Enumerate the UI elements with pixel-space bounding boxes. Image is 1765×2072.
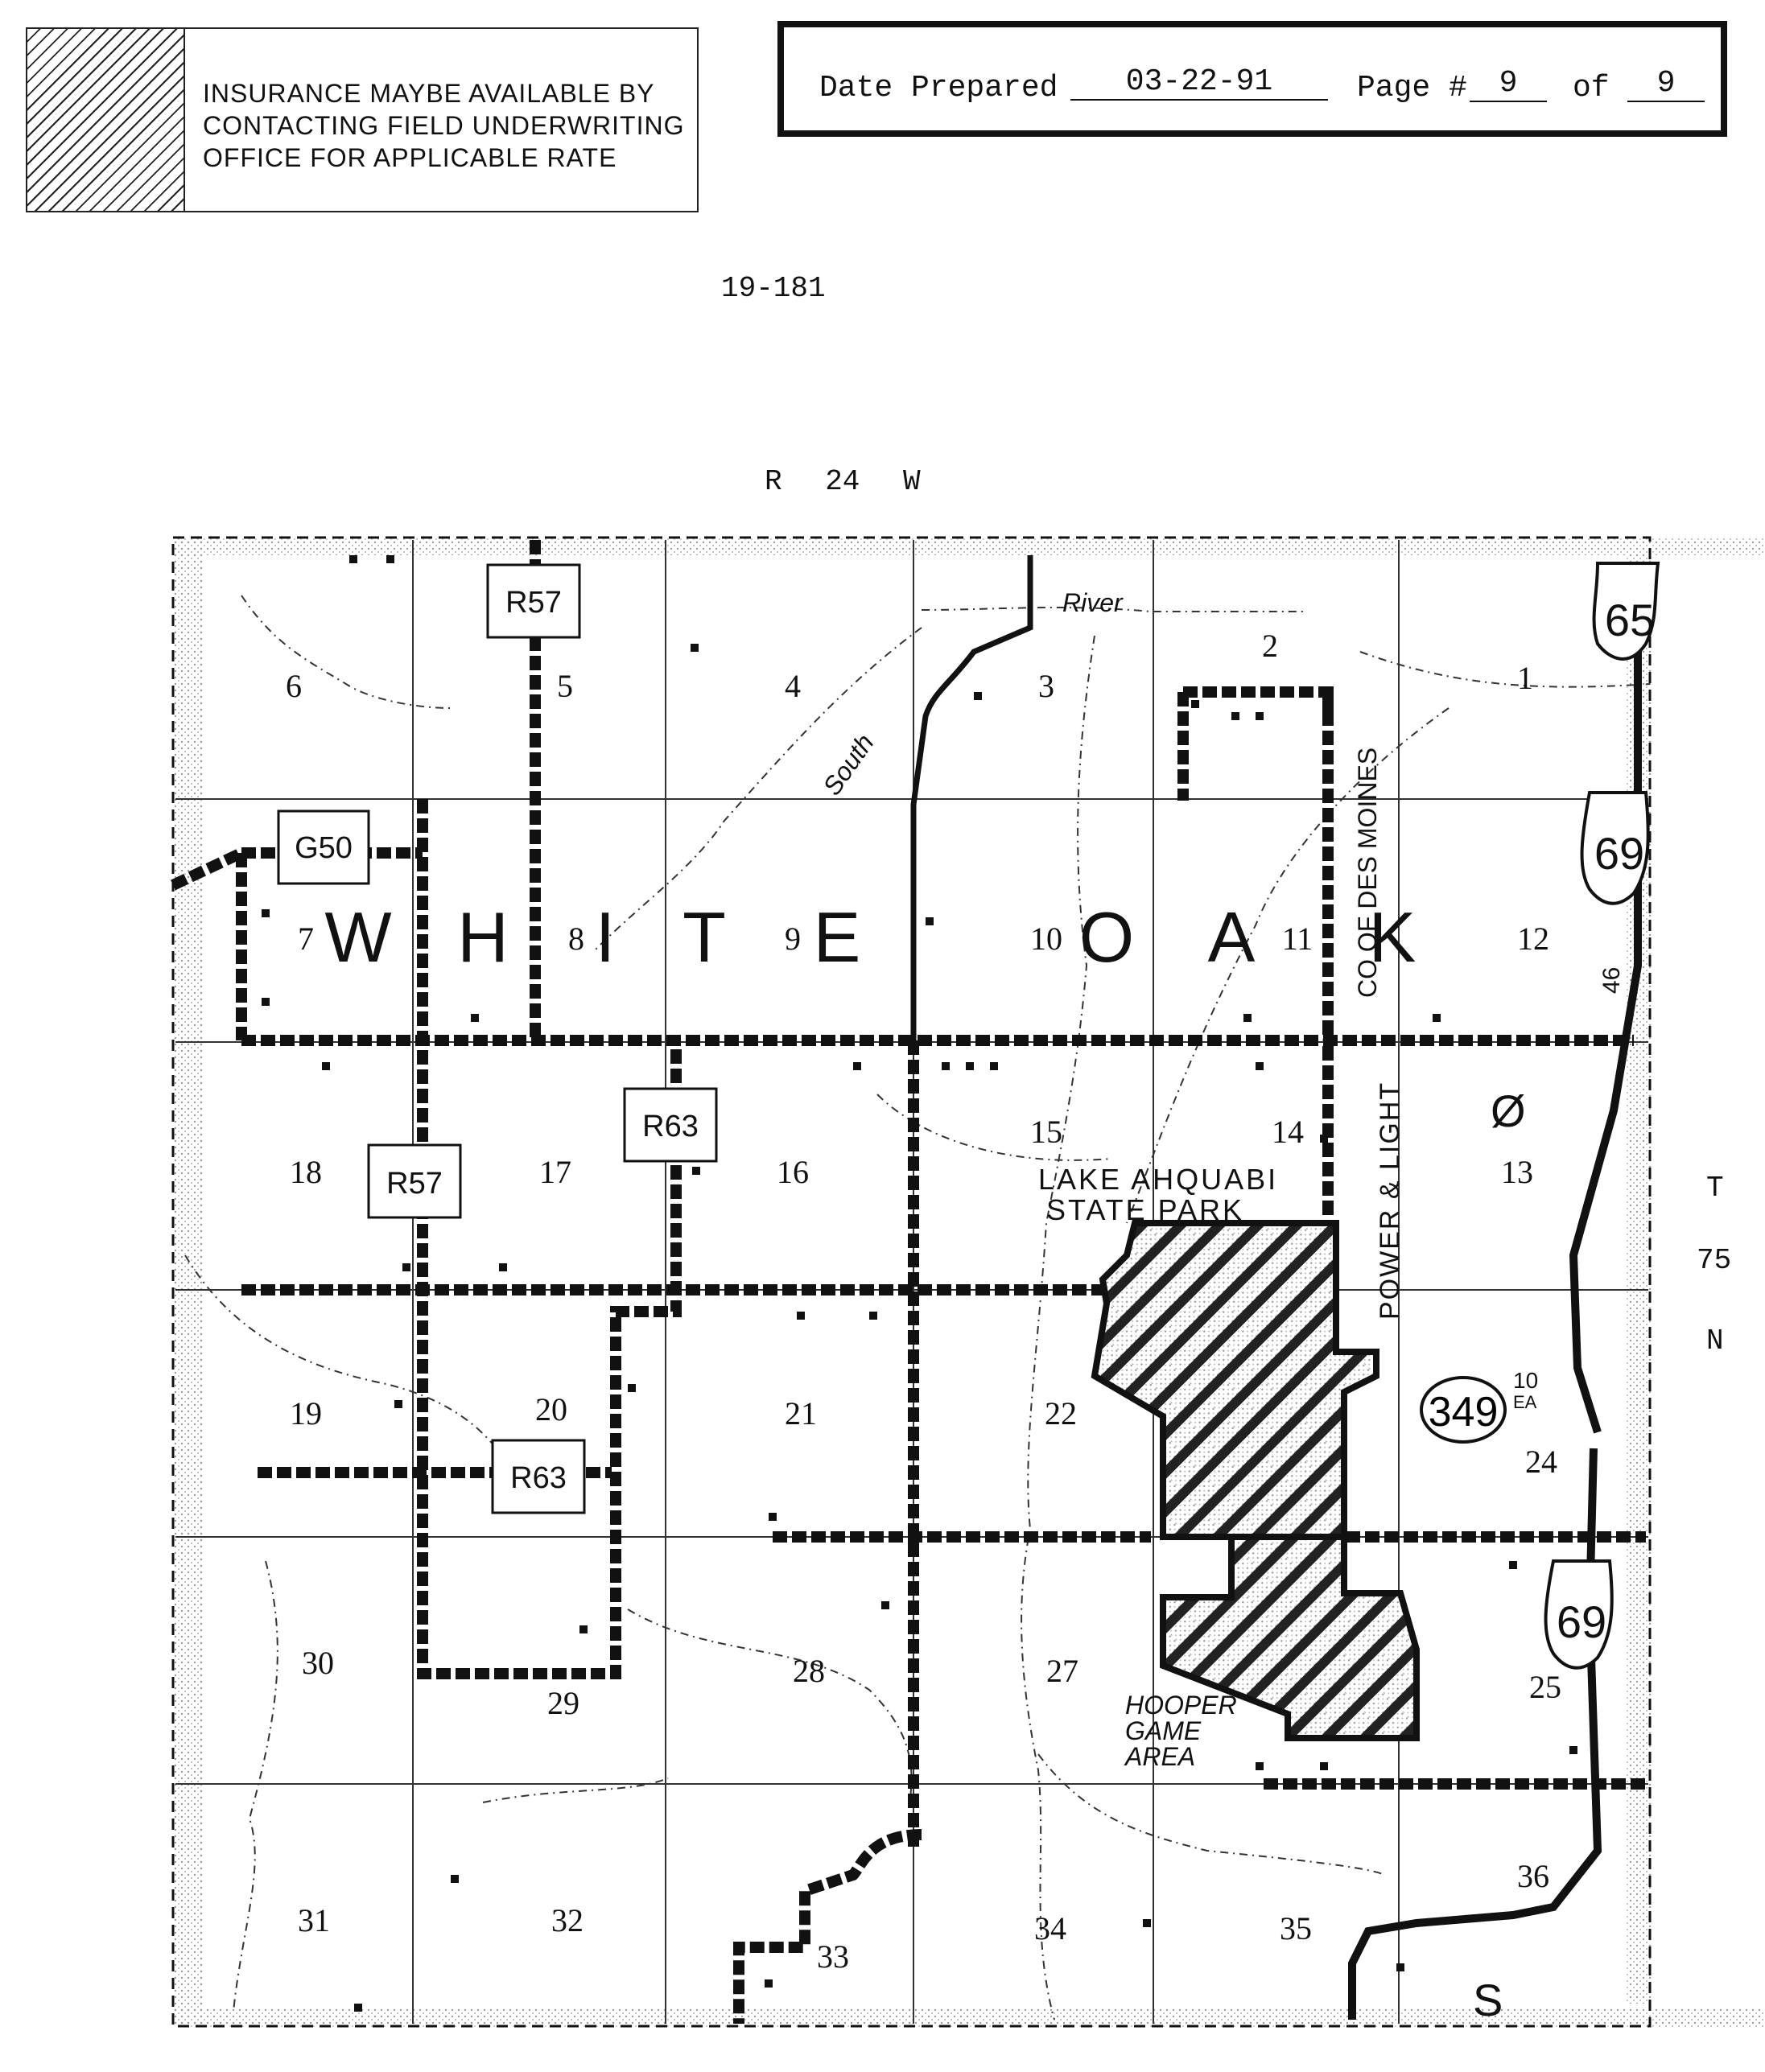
shield-349: 349 [1429, 1389, 1499, 1436]
date-value: 03-22-91 [1070, 64, 1328, 101]
game-area-label-3: AREA [1124, 1742, 1195, 1771]
township-letter: E [814, 897, 861, 977]
section-number: 34 [1034, 1910, 1066, 1946]
us-route-shields [1544, 562, 1660, 1670]
section-number: 1 [1517, 660, 1533, 696]
river-label: River [1062, 588, 1124, 617]
section-number: 6 [286, 668, 302, 704]
section-number: 32 [551, 1902, 584, 1938]
place-labels: River South LAKE AHQUABI STATE PARK HOOP… [817, 588, 1625, 2025]
township-number: 75 [1697, 1244, 1732, 1277]
coop-label: CO OF DES MOINES [1353, 748, 1382, 998]
shield-g50: G50 [295, 831, 353, 865]
shield-r57-west: R57 [386, 1167, 443, 1201]
section-number: 16 [777, 1154, 809, 1190]
section-number: 31 [298, 1902, 330, 1938]
township-letter: W [324, 897, 391, 977]
county-roads [171, 540, 1646, 2024]
legend-hatch-swatch [27, 29, 185, 211]
state-park-area [1091, 1220, 1420, 1741]
river-label-south: South [817, 729, 879, 801]
shield-r63-north: R63 [642, 1110, 699, 1143]
section-number: 7 [298, 921, 314, 957]
section-number: 29 [547, 1685, 579, 1721]
shield-r63-south: R63 [510, 1461, 567, 1495]
ea-label: EA [1513, 1392, 1537, 1412]
section-number: 14 [1272, 1114, 1304, 1150]
page-value: 9 [1470, 66, 1547, 102]
of-value: 9 [1627, 66, 1705, 102]
legend-box: INSURANCE MAYBE AVAILABLE BY CONTACTING … [26, 27, 699, 212]
section-number: 5 [557, 668, 573, 704]
section-number: 3 [1038, 668, 1054, 704]
of-label: of [1573, 71, 1610, 105]
county-road-shields [277, 563, 718, 1514]
section-number: 8 [568, 921, 584, 957]
township-boundary [171, 536, 1652, 2028]
shield-us-69-south: 69 [1557, 1596, 1606, 1647]
section-number: 22 [1045, 1395, 1077, 1431]
us-highway [1348, 563, 1642, 2020]
shield-us-69-north: 69 [1594, 828, 1644, 879]
section-number: 12 [1517, 921, 1549, 957]
zero-mark: Ø [1491, 1085, 1526, 1136]
section-number: 18 [290, 1154, 322, 1190]
township-t: T [1706, 1172, 1724, 1205]
section-number: 2 [1262, 628, 1278, 664]
section-number: 21 [785, 1395, 817, 1431]
township-name: W H I T E O A K [324, 897, 1416, 977]
section-number: 9 [785, 921, 801, 957]
township-letter: K [1369, 897, 1417, 977]
date-label: Date Prepared [819, 71, 1058, 105]
state-route-shield [1420, 1376, 1507, 1444]
route-46-label: 46 [1598, 967, 1625, 994]
section-number: 15 [1030, 1114, 1062, 1150]
section-number: 20 [535, 1391, 567, 1427]
us-shield-labels: 65 69 69 [1557, 595, 1655, 1647]
township-letter: O [1079, 897, 1134, 977]
num-10-label: 10 [1513, 1368, 1538, 1393]
section-number: 17 [539, 1154, 571, 1190]
streams [184, 595, 1651, 2021]
game-area-label-2: GAME [1125, 1716, 1202, 1745]
section-number: 35 [1280, 1910, 1312, 1946]
range-label: R 24 W [765, 465, 921, 498]
section-number: 10 [1030, 921, 1062, 957]
township-letter: H [457, 897, 509, 977]
township-letter: A [1208, 897, 1256, 977]
section-number: 27 [1046, 1653, 1078, 1689]
park-label: LAKE AHQUABI [1038, 1163, 1278, 1196]
section-number: 19 [290, 1395, 322, 1431]
section-number: 24 [1525, 1444, 1557, 1480]
section-number: 25 [1529, 1669, 1561, 1705]
section-number: 28 [793, 1653, 825, 1689]
s-mark: S [1473, 1975, 1503, 2025]
game-area-label: HOOPER [1125, 1691, 1237, 1720]
section-number: 30 [302, 1645, 334, 1681]
shield-r57-north: R57 [505, 586, 562, 620]
section-number: 13 [1501, 1154, 1533, 1190]
legend-text: INSURANCE MAYBE AVAILABLE BY CONTACTING … [203, 79, 685, 172]
township-letter: I [596, 897, 615, 977]
map-border-stipple [173, 538, 1765, 2027]
section-number: 36 [1517, 1858, 1549, 1894]
section-number: 4 [785, 668, 801, 704]
page-label: Page # [1357, 71, 1467, 105]
section-numbers: 1 2 3 4 5 6 7 8 9 10 11 12 13 14 15 16 1… [286, 628, 1561, 1975]
power-light-label: POWER & LIGHT [1375, 1081, 1405, 1320]
park-label-2: STATE PARK [1046, 1193, 1244, 1226]
shield-us-65: 65 [1605, 595, 1655, 645]
township-n: N [1706, 1324, 1724, 1357]
county-shield-labels: R57 R57 R63 R63 G50 [295, 586, 699, 1495]
section-number: 11 [1282, 921, 1313, 957]
date-box: Date Prepared 03-22-91 Page # 9 of 9 [777, 21, 1727, 137]
building-marks [262, 555, 1577, 2012]
south-river [910, 555, 1033, 1040]
township-letter: T [682, 897, 726, 977]
map-code: 19-181 [721, 272, 826, 305]
section-number: 33 [817, 1938, 849, 1975]
